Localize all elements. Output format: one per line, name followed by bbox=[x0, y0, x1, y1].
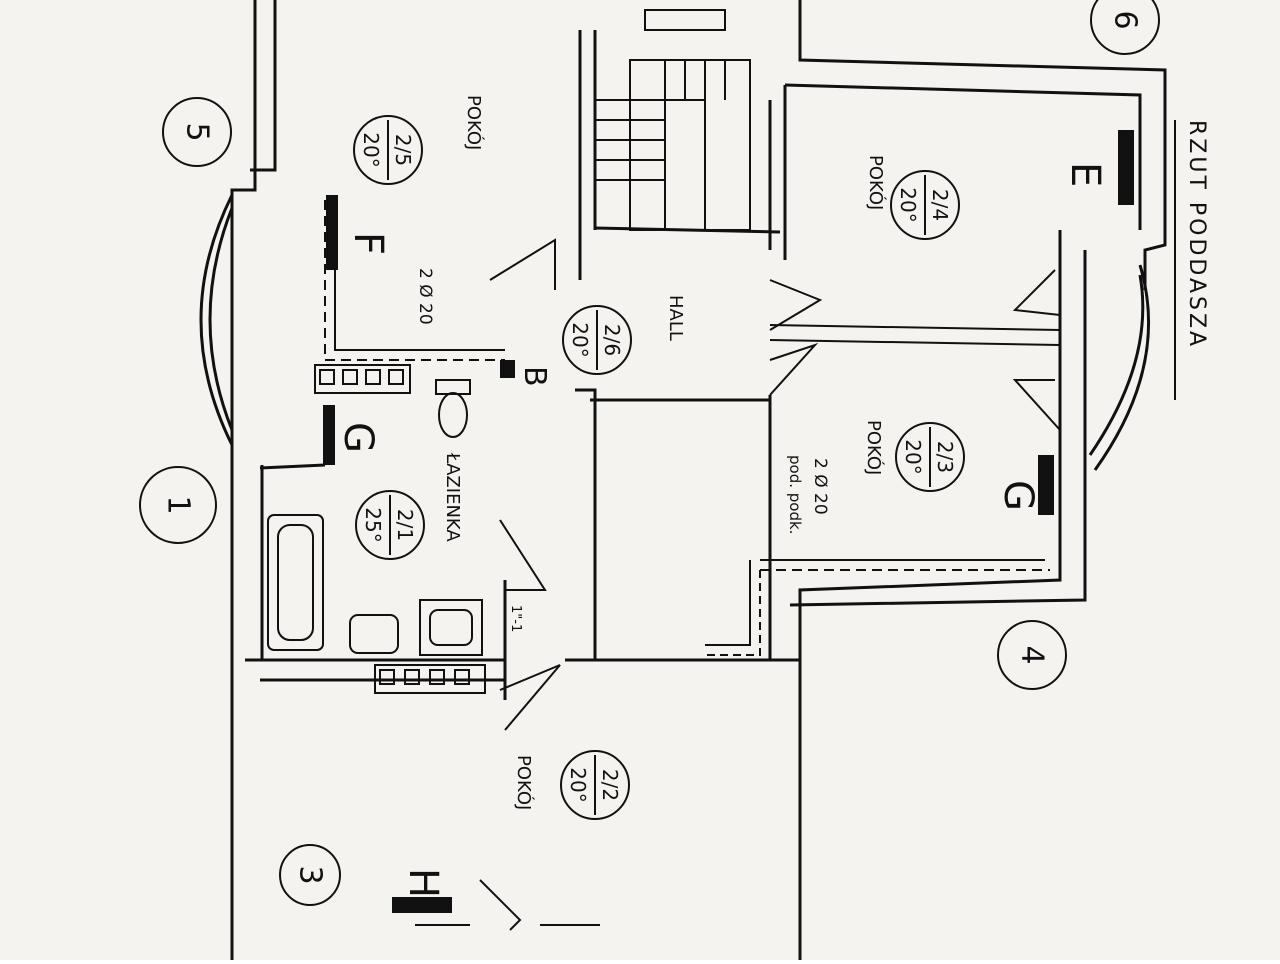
radiator-label: E bbox=[1062, 162, 1108, 187]
radiator-label: B bbox=[517, 366, 552, 387]
room-badge: 2/4 20° bbox=[890, 170, 960, 240]
room-badge: 2/3 20° bbox=[895, 422, 965, 492]
room-name: HALL bbox=[665, 295, 686, 341]
svg-text:2/6: 2/6 bbox=[600, 324, 624, 356]
svg-text:2/3: 2/3 bbox=[933, 441, 957, 473]
room-name: POKÓJ bbox=[513, 755, 535, 810]
svg-text:20°: 20° bbox=[359, 132, 383, 167]
pipe-label: 2 Ø 20 bbox=[415, 268, 435, 325]
room-name: POKÓJ bbox=[463, 95, 485, 150]
note-label: 1"-1 bbox=[508, 605, 523, 632]
svg-text:2/4: 2/4 bbox=[928, 189, 952, 221]
axis-markers: 1 3 4 5 6 bbox=[139, 0, 1160, 906]
room-badge: 2/6 20° bbox=[562, 305, 632, 375]
svg-text:5: 5 bbox=[180, 122, 215, 141]
svg-text:20°: 20° bbox=[901, 439, 925, 474]
svg-text:3: 3 bbox=[293, 865, 328, 884]
radiator-label: H bbox=[400, 868, 446, 898]
staircase bbox=[595, 9, 751, 231]
svg-text:20°: 20° bbox=[566, 767, 590, 802]
room-name: POKÓJ bbox=[863, 420, 885, 475]
vent-shafts bbox=[314, 364, 486, 694]
pipe-label: 2 Ø 20 bbox=[810, 458, 830, 515]
svg-text:20°: 20° bbox=[568, 322, 592, 357]
room-badges: 2/5 20° 2/4 20° 2/6 20° 2/3 20° 2/1 25° bbox=[353, 115, 965, 820]
axis-marker: 1 bbox=[139, 466, 217, 544]
radiator-label: G bbox=[335, 422, 381, 453]
svg-text:2/5: 2/5 bbox=[391, 134, 415, 166]
plan-title: RZUT PODDASZA bbox=[1184, 120, 1209, 349]
radiator-label: F bbox=[345, 232, 391, 255]
svg-text:2/2: 2/2 bbox=[598, 769, 622, 801]
radiator-label: G bbox=[995, 480, 1041, 511]
svg-text:6: 6 bbox=[1108, 10, 1143, 29]
bathroom-fixtures bbox=[267, 379, 483, 656]
room-name: POKÓJ bbox=[865, 155, 887, 210]
room-name: ŁAZIENKA bbox=[442, 452, 463, 542]
svg-text:4: 4 bbox=[1015, 645, 1050, 664]
bay-windows bbox=[199, 194, 1150, 471]
axis-marker: 4 bbox=[997, 620, 1067, 690]
pipe-label: pod. podk. bbox=[786, 455, 804, 534]
room-badge: 2/2 20° bbox=[560, 750, 630, 820]
radiator-labels: E F G G H B bbox=[335, 162, 1108, 898]
walls bbox=[230, 0, 1167, 960]
svg-text:20°: 20° bbox=[896, 187, 920, 222]
radiator-bars bbox=[323, 130, 1134, 913]
room-names: POKÓJ POKÓJ HALL POKÓJ ŁAZIENKA POKÓJ bbox=[442, 95, 887, 810]
axis-marker: 6 bbox=[1090, 0, 1160, 55]
room-badge: 2/1 25° bbox=[355, 490, 425, 560]
doors bbox=[415, 238, 1061, 931]
svg-text:25°: 25° bbox=[361, 507, 385, 542]
axis-marker: 5 bbox=[162, 97, 232, 167]
room-badge: 2/5 20° bbox=[353, 115, 423, 185]
svg-text:2/1: 2/1 bbox=[393, 509, 417, 541]
axis-marker: 3 bbox=[279, 844, 341, 906]
svg-text:1: 1 bbox=[161, 495, 196, 514]
